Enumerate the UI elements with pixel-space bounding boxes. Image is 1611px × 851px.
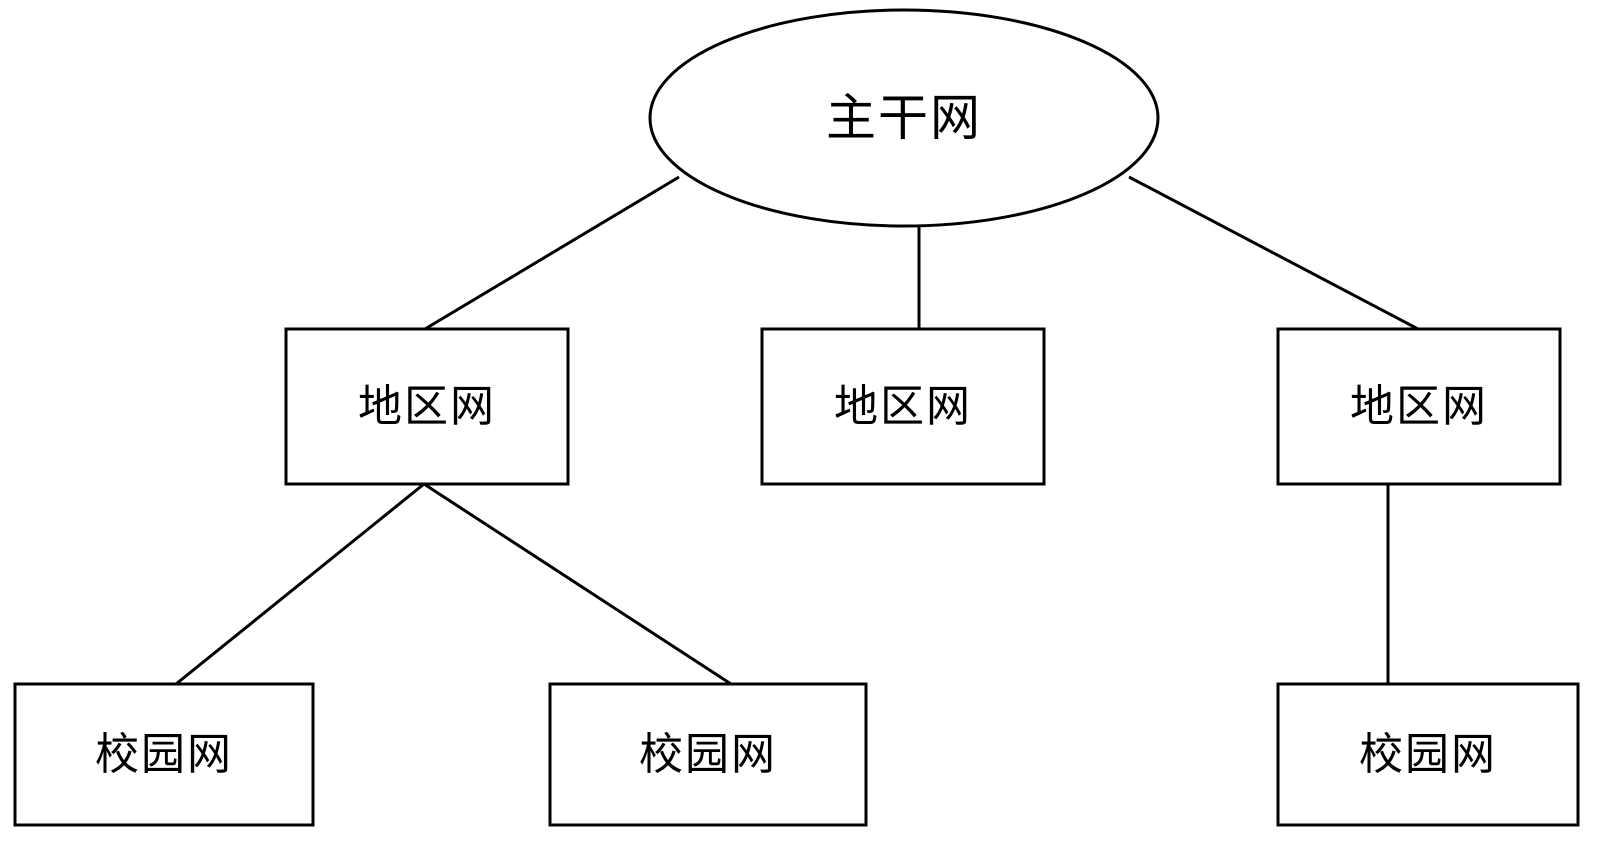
edge-backbone-to-regional-right (1128, 175, 1419, 331)
node-layer: 主干网 地区网 地区网 地区网 校园网 校园网 (13, 8, 1580, 827)
node-campus-middle[interactable]: 校园网 (548, 682, 868, 827)
campus-right-label: 校园网 (1359, 729, 1497, 780)
node-regional-right[interactable]: 地区网 (1276, 327, 1562, 486)
node-campus-left[interactable]: 校园网 (13, 682, 315, 827)
campus-left-box[interactable] (13, 682, 315, 827)
node-campus-right[interactable]: 校园网 (1276, 682, 1580, 827)
backbone-label: 主干网 (826, 89, 982, 147)
node-regional-middle[interactable]: 地区网 (760, 327, 1046, 486)
edge-regional-left-to-campus-middle (423, 482, 732, 686)
campus-middle-box[interactable] (548, 682, 868, 827)
node-backbone[interactable]: 主干网 (648, 8, 1160, 228)
regional-right-label: 地区网 (1350, 381, 1488, 432)
backbone-ellipse[interactable] (648, 8, 1160, 228)
regional-left-box[interactable] (284, 327, 570, 486)
campus-middle-label: 校园网 (639, 729, 777, 780)
regional-left-label: 地区网 (358, 381, 496, 432)
node-regional-left[interactable]: 地区网 (284, 327, 570, 486)
campus-right-box[interactable] (1276, 682, 1580, 827)
edge-layer (175, 175, 1419, 686)
edge-backbone-to-regional-left (424, 175, 680, 331)
regional-right-box[interactable] (1276, 327, 1562, 486)
campus-left-label: 校园网 (95, 729, 233, 780)
edge-regional-left-to-campus-left (175, 482, 425, 686)
regional-middle-label: 地区网 (834, 381, 972, 432)
regional-middle-box[interactable] (760, 327, 1046, 486)
